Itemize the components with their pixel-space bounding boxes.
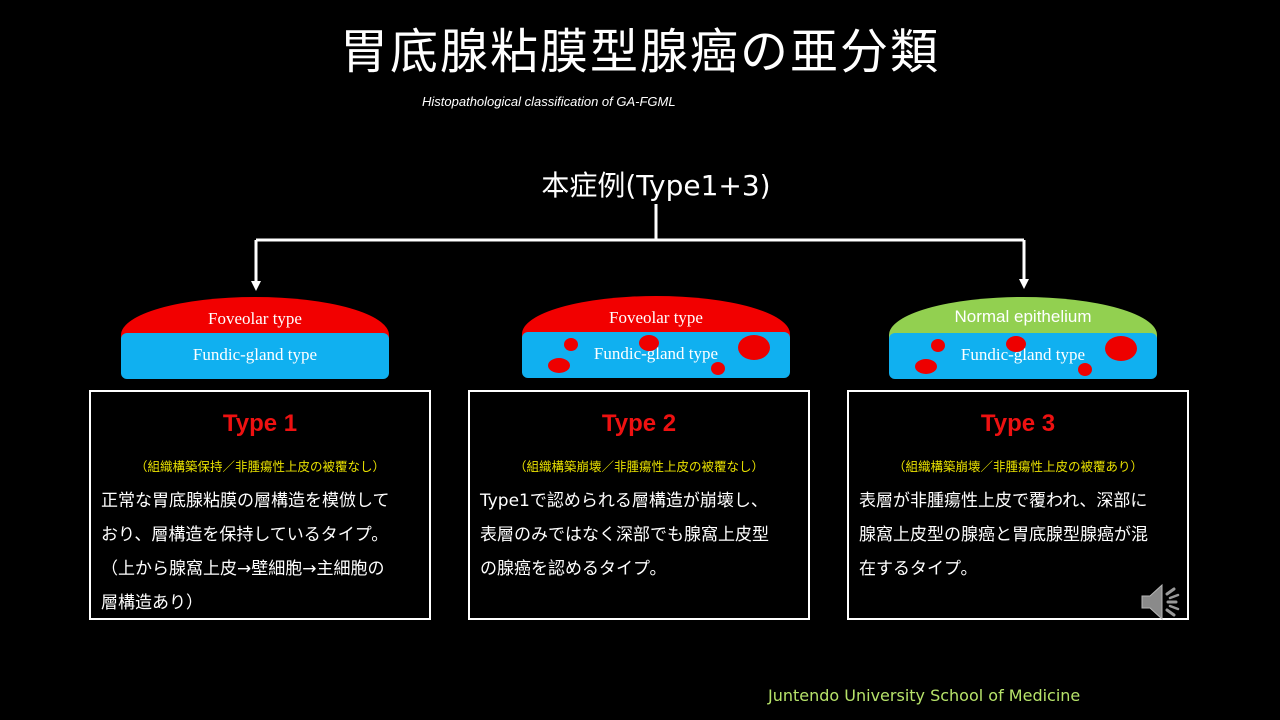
description-line: おり、層構造を保持しているタイプ。 [101, 525, 389, 545]
lesion-dot [564, 338, 578, 351]
lesion-dot [711, 362, 725, 375]
type1-description: 正常な胃底腺粘膜の層構造を模倣して おり、層構造を保持しているタイプ。 （上から… [101, 484, 427, 620]
type2-diagram: Foveolar type Fundic-gland type [522, 296, 790, 378]
type3-description: 表層が非腫瘍性上皮で覆われ、深部に 腺窩上皮型の腺癌と胃底腺型腺癌が混 在するタ… [859, 484, 1185, 586]
description-line: 在するタイプ。 [859, 559, 978, 579]
footer-credit: Juntendo University School of Medicine [768, 686, 1081, 705]
type2-box: Type 2 （組織構築崩壊／非腫瘍性上皮の被覆なし） Type1で認められる層… [468, 390, 810, 620]
fundic-gland-label: Fundic-gland type [960, 345, 1086, 364]
lesion-dot [1078, 363, 1092, 376]
type2-description: Type1で認められる層構造が崩壊し、 表層のみではなく深部でも腺窩上皮型 の腺… [480, 484, 806, 586]
lesion-dot [931, 339, 945, 352]
type3-note: （組織構築崩壊／非腫瘍性上皮の被覆あり） [892, 459, 1143, 474]
type1-title: Type 1 [222, 410, 298, 437]
arrow-left-icon [251, 281, 261, 291]
fundic-gland-layer: Fundic-gland type [121, 333, 389, 379]
foveolar-label: Foveolar type [609, 308, 703, 327]
normal-epithelium-label: Normal epithelium [954, 307, 1092, 326]
type3-title: Type 3 [980, 410, 1056, 437]
lesion-dot [915, 359, 937, 374]
description-line: 正常な胃底腺粘膜の層構造を模倣して [101, 491, 390, 511]
arrow-right-icon [1019, 279, 1029, 289]
fundic-gland-label: Fundic-gland type [593, 344, 719, 363]
lesion-dot [548, 358, 570, 373]
type1-note: （組織構築保持／非腫瘍性上皮の被覆なし） [134, 459, 385, 474]
case-label: 本症例(Type1+3) [541, 169, 771, 202]
description-line: （上から腺窩上皮→壁細胞→主細胞の [101, 559, 385, 579]
description-line: 層構造あり） [101, 593, 203, 613]
type3-diagram: Normal epithelium Fundic-gland type [889, 297, 1157, 379]
description-line: 表層のみではなく深部でも腺窩上皮型 [480, 525, 769, 545]
lesion-dot [738, 335, 770, 360]
slide-subtitle: Histopathological classification of GA-F… [422, 94, 676, 109]
type2-title: Type 2 [601, 410, 677, 437]
slide-title: 胃底腺粘膜型腺癌の亜分類 [339, 24, 940, 80]
fundic-gland-layer: Fundic-gland type [889, 333, 1157, 379]
fundic-gland-label: Fundic-gland type [192, 345, 318, 364]
description-line: 腺窩上皮型の腺癌と胃底腺型腺癌が混 [859, 525, 1148, 545]
type1-diagram: Foveolar type Fundic-gland type [121, 297, 389, 379]
description-line: Type1で認められる層構造が崩壊し、 [480, 491, 768, 511]
lesion-dot [1006, 336, 1026, 352]
foveolar-label: Foveolar type [208, 309, 302, 328]
type2-note: （組織構築崩壊／非腫瘍性上皮の被覆なし） [513, 459, 764, 474]
fundic-gland-layer: Fundic-gland type [522, 332, 790, 378]
lesion-dot [639, 335, 659, 351]
speaker-icon[interactable] [1140, 582, 1184, 622]
type1-box: Type 1 （組織構築保持／非腫瘍性上皮の被覆なし） 正常な胃底腺粘膜の層構造… [89, 390, 431, 620]
type3-box: Type 3 （組織構築崩壊／非腫瘍性上皮の被覆あり） 表層が非腫瘍性上皮で覆わ… [847, 390, 1189, 620]
description-line: 表層が非腫瘍性上皮で覆われ、深部に [859, 491, 1148, 511]
description-line: の腺癌を認めるタイプ。 [480, 559, 667, 579]
lesion-dot [1105, 336, 1137, 361]
